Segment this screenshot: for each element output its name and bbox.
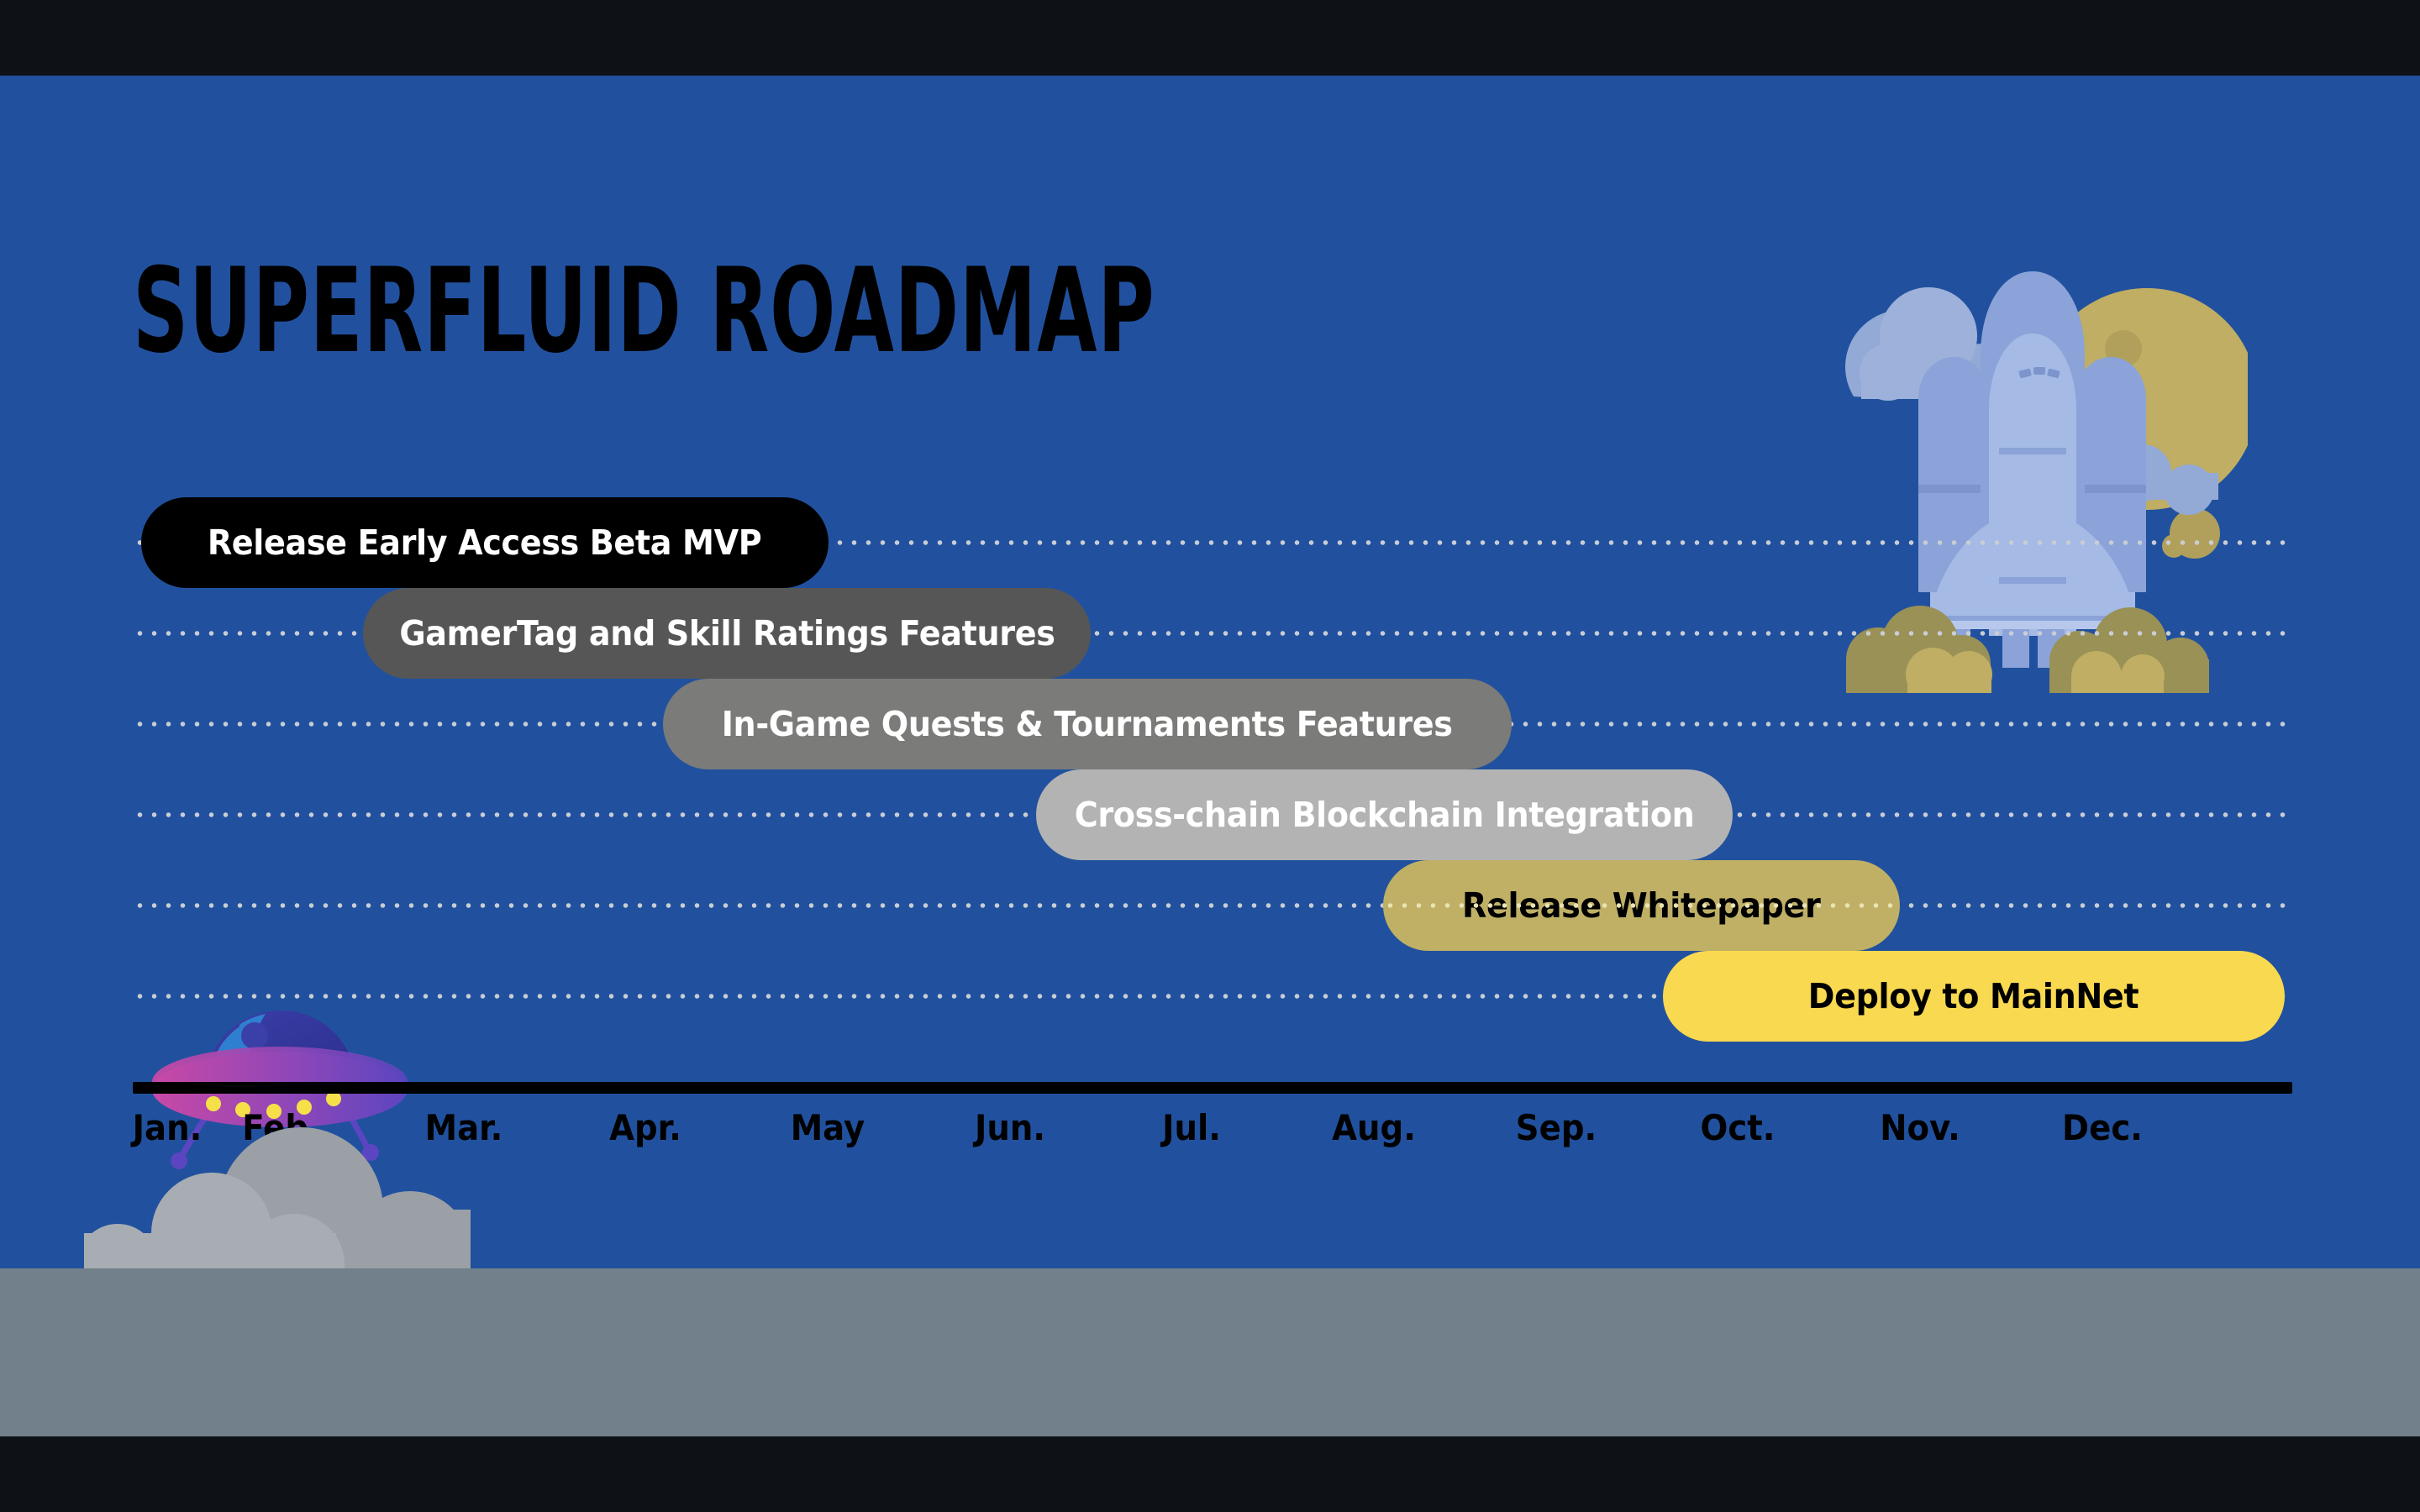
dotted-guide-line [133, 631, 2286, 636]
roadmap-bar-4[interactable]: Cross-chain Blockchain Integration [1036, 769, 1733, 860]
dotted-guide-line [133, 540, 2286, 545]
roadmap-row: GamerTag and Skill Ratings Features [0, 588, 2420, 679]
ufo-lights-icon [206, 1091, 341, 1119]
roadmap-bar-label: Deploy to MainNet [1808, 976, 2139, 1016]
month-label-jul: Jul. [1162, 1107, 1221, 1148]
roadmap-row: Release Early Access Beta MVP [0, 497, 2420, 588]
month-label-may: May [790, 1107, 865, 1148]
dotted-guide-line [133, 994, 2286, 999]
month-label-mar: Mar. [424, 1107, 503, 1148]
roadmap-row: Cross-chain Blockchain Integration [0, 769, 2420, 860]
roadmap-bar-label: In-Game Quests & Tournaments Features [722, 704, 1453, 744]
rocket-launch-illustration [1828, 256, 2258, 701]
rocket-booster-left [1918, 357, 1989, 592]
letterbox-bottom [0, 1436, 2420, 1512]
month-label-jun: Jun. [974, 1107, 1046, 1148]
month-label-oct: Oct. [1700, 1107, 1776, 1148]
roadmap-bar-2[interactable]: GamerTag and Skill Ratings Features [363, 588, 1091, 679]
roadmap-bar-3[interactable]: In-Game Quests & Tournaments Features [663, 679, 1512, 769]
month-axis-labels: Jan. Feb. Mar. Apr. May Jun. Jul. Aug. S… [133, 1107, 2292, 1166]
roadmap-bar-label: Release Early Access Beta MVP [208, 522, 762, 563]
timeline-axis [133, 1082, 2292, 1094]
page-title: SUPERFLUID ROADMAP [133, 242, 1155, 380]
month-label-apr: Apr. [609, 1107, 681, 1148]
rocket-booster-right [2075, 357, 2146, 592]
exhaust-smoke-icon [1846, 606, 2209, 701]
month-label-jan: Jan. [132, 1107, 203, 1148]
roadmap-row: Deploy to MainNet [0, 951, 2420, 1042]
roadmap-row: In-Game Quests & Tournaments Features [0, 679, 2420, 769]
roadmap-bar-6[interactable]: Deploy to MainNet [1663, 951, 2285, 1042]
month-label-sep: Sep. [1515, 1107, 1597, 1148]
cockpit-windows-icon [2018, 367, 2060, 379]
month-label-aug: Aug. [1332, 1107, 1416, 1148]
dotted-guide-line-overlay [1383, 903, 1900, 908]
letterbox-top [0, 0, 2420, 76]
dotted-guide-line [133, 903, 2286, 908]
ground-band [0, 1268, 2420, 1436]
roadmap-row: Release Whitepaper [0, 860, 2420, 951]
cloud-illustration [77, 1126, 521, 1315]
ufo-illustration [141, 987, 418, 1180]
month-label-nov: Nov. [1880, 1107, 1960, 1148]
month-label-dec: Dec. [2062, 1107, 2143, 1148]
roadmap-bar-label: Cross-chain Blockchain Integration [1074, 795, 1695, 835]
roadmap-bar-label: GamerTag and Skill Ratings Features [398, 613, 1055, 654]
roadmap-bar-1[interactable]: Release Early Access Beta MVP [141, 497, 829, 588]
